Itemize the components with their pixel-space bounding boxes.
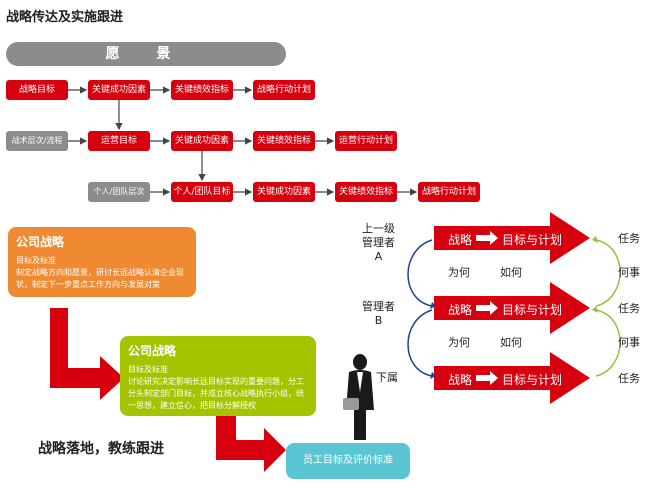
row1-item-1: 战略目标 — [6, 80, 68, 100]
row3-side-label: 个人/团队层次 — [88, 182, 150, 202]
row3-item-3: 关键绩效指标 — [335, 182, 397, 202]
row2-side-label: 战术层次/流程 — [6, 131, 68, 151]
row2-item-1: 运营目标 — [88, 131, 150, 151]
level-a-label: 上一级 管理者 A — [362, 222, 395, 263]
row1-item-4: 战略行动计划 — [253, 80, 315, 100]
why-label-1: 为何 — [448, 266, 470, 279]
vision-bar: 愿 景 — [6, 42, 286, 66]
businessman-icon — [343, 354, 374, 440]
right-label-3: 任务 — [618, 302, 640, 315]
row3-item-4: 战略行动计划 — [418, 182, 480, 202]
right-label-2: 何事 — [618, 266, 640, 279]
company-strategy-panel: 公司战略 目标及标准 制定战略方向和愿景，研讨长远战略认清企业现状，制定下一步重… — [8, 227, 196, 297]
arrow1-right-text: 目标与计划 — [502, 233, 563, 247]
how-label-2: 如何 — [500, 336, 522, 349]
right-label-4: 何事 — [618, 336, 640, 349]
arrow3-right-text: 目标与计划 — [502, 373, 563, 387]
row2-item-2: 关键成功因素 — [171, 131, 233, 151]
arrow2-left-text: 战略 — [448, 303, 473, 317]
row3-item-1: 个人/团队目标 — [171, 182, 233, 202]
why-label-2: 为何 — [448, 336, 470, 349]
row1-item-3: 关键绩效指标 — [171, 80, 233, 100]
right-label-1: 任务 — [618, 232, 640, 245]
arrow1-left-text: 战略 — [448, 233, 473, 247]
row2-item-4: 运营行动计划 — [335, 131, 397, 151]
panel-subheading: 目标及标准 — [16, 256, 56, 265]
panel-heading: 公司战略 — [16, 235, 65, 249]
panel-subheading: 目标及标准 — [128, 365, 168, 374]
arrow2-right-text: 目标与计划 — [502, 303, 563, 317]
how-label-1: 如何 — [500, 266, 522, 279]
level-b-label: 管理者 B — [362, 300, 395, 327]
arrow3-left-text: 战略 — [448, 373, 473, 387]
row3-item-2: 关键成功因素 — [253, 182, 315, 202]
panel-heading: 公司战略 — [128, 344, 177, 358]
page-title: 战略传达及实施跟进 — [6, 10, 124, 25]
row1-item-2: 关键成功因素 — [88, 80, 150, 100]
panel-body: 讨论研究决定影响长远目标实现的重要问题，分工分头制定部门目标，并成立核心战略执行… — [128, 377, 304, 410]
right-label-5: 任务 — [618, 372, 640, 385]
panel-body: 制定战略方向和愿景，研讨长远战略认清企业现状，制定下一步重点工作方向与发展对策 — [16, 268, 184, 289]
employee-goals-panel: 员工目标及评价标准 — [286, 443, 410, 479]
row2-item-3: 关键绩效指标 — [253, 131, 315, 151]
company-strategy-panel-2: 公司战略 目标及标准 讨论研究决定影响长远目标实现的重要问题，分工分头制定部门目… — [120, 336, 316, 416]
subordinate-label: 下属 — [376, 371, 398, 384]
slogan: 战略落地，教练跟进 — [38, 441, 164, 457]
